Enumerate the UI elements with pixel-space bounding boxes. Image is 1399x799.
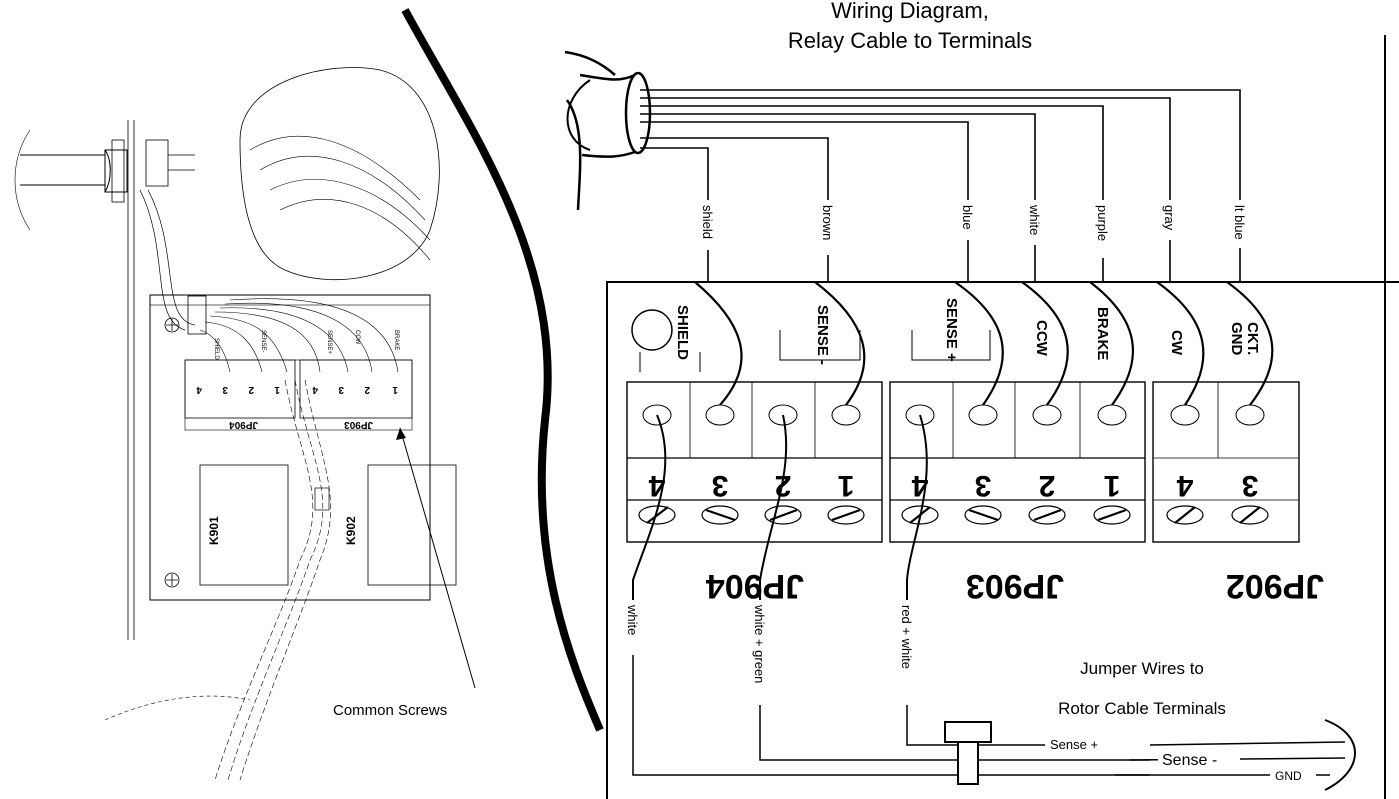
jumper-label-white-green: white + green [752,604,767,683]
jp904-pin: 3 [712,469,729,502]
jp902-pin: 3 [1242,469,1259,502]
cable-wire-labels: shield brown blue white purple gray lt b… [700,204,1247,241]
jumper-wire-labels: white white + green red + white [625,604,914,683]
overview-sketch [14,67,476,781]
overview-pin: 1 [274,384,280,395]
overview-tiny-label: BRAKE [393,330,399,350]
overview-pin: 2 [248,384,254,395]
terminal-label-shield: SHIELD [674,305,691,360]
block-name-jp902: JP902 [1226,567,1324,605]
terminal-labels: SHIELD SENSE - SENSE + CCW BRAKE CW CKT.… [674,298,1261,365]
common-screws-callout: Common Screws [333,702,447,719]
jp902-pin: 4 [1176,469,1193,502]
rotor-label-gnd: GND [1275,769,1302,783]
rotor-label-sense-plus: Sense + [1050,737,1098,752]
block-name-jp903: JP903 [966,567,1064,605]
overview-text: JP904 JP903 4 3 2 1 4 3 2 1 SHIELD SENSE… [196,330,447,719]
jumper-label-red-white: red + white [899,605,914,669]
wire-label-brown: brown [820,205,835,240]
terminal-label-brake: BRAKE [1094,307,1111,360]
cable-wire-stubs [695,240,1241,283]
jumper-wires [632,414,1356,791]
overview-tiny-label: SENSE- [260,330,266,352]
circuit-board [606,281,1399,799]
terminal-label-sense-plus: SENSE + [943,298,960,362]
terminal-label-ccw: CCW [1033,320,1050,357]
terminal-label-cw: CW [1168,330,1185,356]
pin-numbers: 4 3 2 1 4 3 2 1 4 3 [648,469,1258,502]
separator-curve [401,8,604,732]
terminal-label-sense-minus: SENSE - [814,305,831,365]
overview-pin: 3 [222,384,228,395]
block-names: JP904 JP903 JP902 [706,567,1324,605]
rotor-label-sense-minus: Sense - [1162,752,1217,769]
jumper-note-line2: Rotor Cable Terminals [1058,699,1226,718]
overview-pin: 1 [392,384,398,395]
overview-tiny-label: SENSE+ [326,330,332,354]
relay-cable [564,50,1241,211]
wire-label-gray: gray [1162,205,1177,231]
overview-tiny-label: SHIELD [213,338,219,360]
jumper-note-line1: Jumper Wires to [1080,659,1204,678]
wire-label-shield: shield [700,205,715,239]
overview-pin: 4 [312,384,318,395]
wire-label-white: white [1027,204,1042,235]
overview-jp904-label: JP904 [229,419,258,430]
overview-pin: 4 [196,384,202,395]
wire-label-purple: purple [1095,205,1110,241]
overview-relay-k902: K902 [344,516,358,545]
jp904-pin: 1 [838,469,855,502]
jp903-pin: 3 [975,469,992,502]
jumper-label-white: white [625,604,640,635]
overview-tiny-label: CCW [354,330,360,345]
jp903-pin: 1 [1104,469,1121,502]
overview-jp903-label: JP903 [344,419,373,430]
block-name-jp904: JP904 [706,567,804,605]
overview-pin: 3 [338,384,344,395]
terminal-label-gnd: GND [1228,322,1245,356]
terminal-label-ckt: CKT. [1244,322,1261,355]
wire-label-blue: blue [960,205,975,230]
wire-label-lt-blue: lt blue [1232,205,1247,240]
jp903-pin: 2 [1039,469,1056,502]
overview-pin: 2 [364,384,370,395]
jp904-pin: 2 [775,469,792,502]
diagram-title-line1: Wiring Diagram, [831,0,989,23]
diagram-title-line2: Relay Cable to Terminals [788,28,1032,53]
rotor-wire-labels: Sense + Sense - GND [1045,735,1316,783]
overview-relay-k901: K901 [207,516,221,545]
